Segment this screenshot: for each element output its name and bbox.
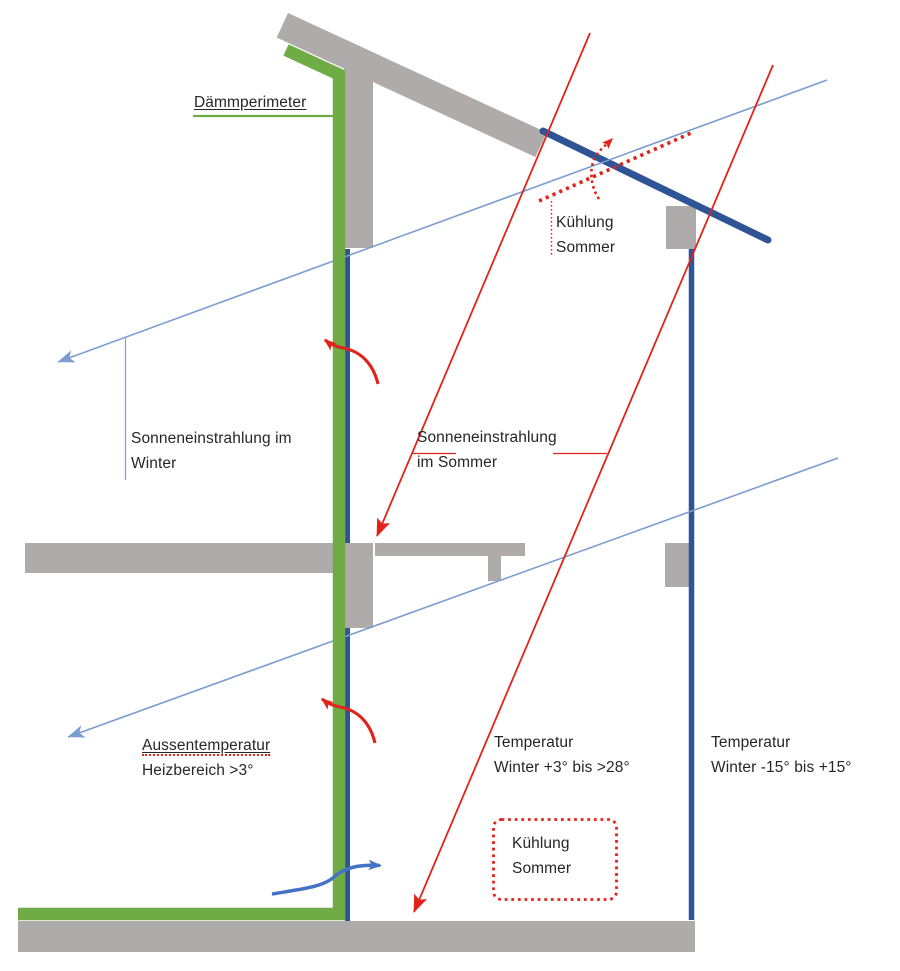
summer-sun-ray-left <box>376 32 591 537</box>
sonnen-winter-line1: Sonneneinstrahlung im <box>131 430 292 447</box>
interior-floor-slab <box>375 543 525 556</box>
roof-window-vent-arrow <box>590 137 614 200</box>
right-wall-block-top <box>666 206 696 249</box>
sonnen-sommer-line2: im Sommer <box>417 454 498 471</box>
temperatur-innen-line2: Winter +3° bis >28° <box>494 759 630 776</box>
insulation-perimeter <box>18 44 346 921</box>
label-kuehlung-sommer-top: Kühlung Sommer <box>556 210 615 260</box>
structure <box>18 13 696 952</box>
label-kuehlung-sommer-box: Kühlung Sommer <box>512 831 571 881</box>
kuehlung-top-line1: Kühlung <box>556 214 614 231</box>
temperatur-aussen-line1: Temperatur <box>711 734 791 751</box>
insulation-perimeter-line <box>18 44 346 921</box>
aussentemperatur-line2: Heizbereich >3° <box>142 762 254 779</box>
winter-sun-ray-upper <box>57 79 828 363</box>
label-sonneneinstrahlung-sommer: Sonneneinstrahlung im Sommer <box>417 425 557 475</box>
label-sonneneinstrahlung-winter: Sonneneinstrahlung im Winter <box>131 426 292 476</box>
label-temperatur-innen: Temperatur Winter +3° bis >28° <box>494 730 630 780</box>
winter-sun-ray-lower <box>67 457 839 738</box>
cooling-box-border <box>492 818 618 901</box>
roof-beam <box>276 13 547 158</box>
roof-window-open-dotted-line <box>538 131 692 203</box>
heat-loss-arrow-lower <box>320 697 377 744</box>
summer-cooling <box>492 131 692 901</box>
label-daemmperimeter: Dämmperimeter <box>194 90 306 115</box>
label-aussentemperatur: Aussentemperatur Heizbereich >3° <box>142 733 271 783</box>
ground-slab <box>18 921 695 952</box>
roof-glazing <box>539 127 772 244</box>
floor-slab-support <box>488 556 501 581</box>
winter-sun-rays <box>57 79 839 738</box>
heat-loss-arrow-upper <box>323 338 380 385</box>
sonnen-winter-line2: Winter <box>131 455 177 472</box>
air-infiltration-arrow <box>271 859 382 896</box>
glazing <box>345 127 772 921</box>
aussentemperatur-underlined: Aussentemperatur <box>142 737 271 756</box>
flow-arrows <box>271 338 382 896</box>
kuehlung-box-line1: Kühlung <box>512 835 570 852</box>
sonnen-sommer-line1: Sonneneinstrahlung <box>417 429 557 446</box>
label-temperatur-aussen: Temperatur Winter -15° bis +15° <box>711 730 852 780</box>
left-wall-column-mid <box>344 543 373 628</box>
kuehlung-top-line2: Sommer <box>556 239 616 256</box>
aussentemperatur-line1: Aussentemperatur <box>142 733 271 758</box>
kuehlung-box-line2: Sommer <box>512 860 572 877</box>
balcony-slab <box>25 543 333 573</box>
left-wall-column-top <box>344 60 373 248</box>
daemmperimeter-text: Dämmperimeter <box>194 94 307 111</box>
temperatur-innen-line1: Temperatur <box>494 734 574 751</box>
summer-sun-ray-right <box>413 64 774 913</box>
summer-sun-rays <box>376 32 774 913</box>
temperatur-aussen-line2: Winter -15° bis +15° <box>711 759 852 776</box>
